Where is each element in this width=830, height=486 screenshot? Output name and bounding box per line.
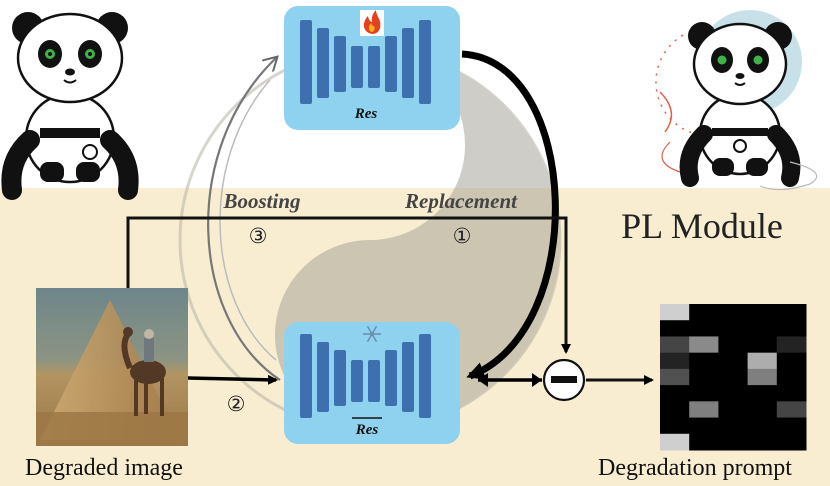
prompt-cell	[776, 385, 807, 402]
bottom-res-network: Res	[284, 322, 460, 444]
prompt-cell	[660, 336, 690, 354]
prompt-cell	[776, 320, 807, 337]
prompt-cell	[689, 433, 719, 451]
image-to-network-arrow	[187, 374, 278, 385]
prompt-cell	[776, 352, 807, 370]
bottom-res-label: Res	[355, 422, 379, 438]
prompt-cell	[776, 304, 807, 321]
prompt-cell	[718, 304, 749, 321]
prompt-cell	[747, 417, 778, 435]
prompt-cell	[689, 417, 719, 435]
prompt-cell	[718, 368, 749, 386]
boosting-label: Boosting	[222, 189, 300, 213]
prompt-cell	[776, 336, 807, 354]
prompt-cell	[718, 320, 749, 337]
replacement-curve-arrow	[461, 50, 559, 380]
prompt-cell	[689, 385, 719, 402]
prompt-cell	[747, 352, 778, 370]
prompt-cell	[660, 352, 690, 370]
degradation-prompt-label: Degradation prompt	[598, 455, 792, 481]
prompt-cell	[747, 320, 778, 337]
right-panda-icon	[655, 10, 818, 191]
prompt-cell	[718, 417, 749, 435]
minus-icon	[542, 358, 586, 402]
module-title: PL Module	[621, 206, 783, 246]
step-1-label: ①	[453, 224, 472, 248]
step-3-label: ③	[249, 224, 268, 248]
prompt-cell	[689, 304, 719, 321]
prompt-cell	[718, 352, 749, 370]
prompt-cell	[689, 352, 719, 370]
fire-icon	[360, 10, 384, 36]
prompt-cell	[776, 433, 807, 451]
step-2-label: ②	[227, 392, 246, 416]
prompt-cell	[660, 385, 690, 402]
top-res-label: Res	[354, 106, 378, 122]
prompt-cell	[660, 320, 690, 337]
prompt-cell	[747, 368, 778, 386]
prompt-cell	[718, 433, 749, 451]
snowflake-icon	[363, 325, 381, 343]
boosting-arrow	[207, 58, 281, 381]
prompt-cell	[689, 368, 719, 386]
prompt-cell	[689, 320, 719, 337]
prompt-cell	[776, 417, 807, 435]
prompt-cell	[660, 401, 690, 419]
prompt-cell	[660, 417, 690, 435]
prompt-cell	[776, 401, 807, 419]
left-panda-icon	[1, 12, 139, 200]
prompt-cell	[660, 433, 690, 451]
prompt-cell	[689, 401, 719, 419]
prompt-cell	[776, 368, 807, 386]
prompt-cell	[660, 304, 690, 321]
degraded-image	[36, 288, 188, 446]
prompt-cell	[689, 336, 719, 354]
prompt-cell	[718, 336, 749, 354]
prompt-cell	[747, 385, 778, 402]
degraded-image-label: Degraded image	[25, 455, 183, 481]
degradation-prompt-grid	[660, 304, 807, 451]
prompt-cell	[747, 304, 778, 321]
replacement-label: Replacement	[404, 189, 518, 213]
prompt-cell	[747, 401, 778, 419]
replacement-path-arrow	[126, 216, 571, 354]
prompt-cell	[718, 385, 749, 402]
top-res-network: Res	[284, 6, 460, 130]
prompt-cell	[747, 433, 778, 451]
prompt-cell	[660, 368, 690, 386]
prompt-cell	[747, 336, 778, 354]
prompt-cell	[718, 401, 749, 419]
